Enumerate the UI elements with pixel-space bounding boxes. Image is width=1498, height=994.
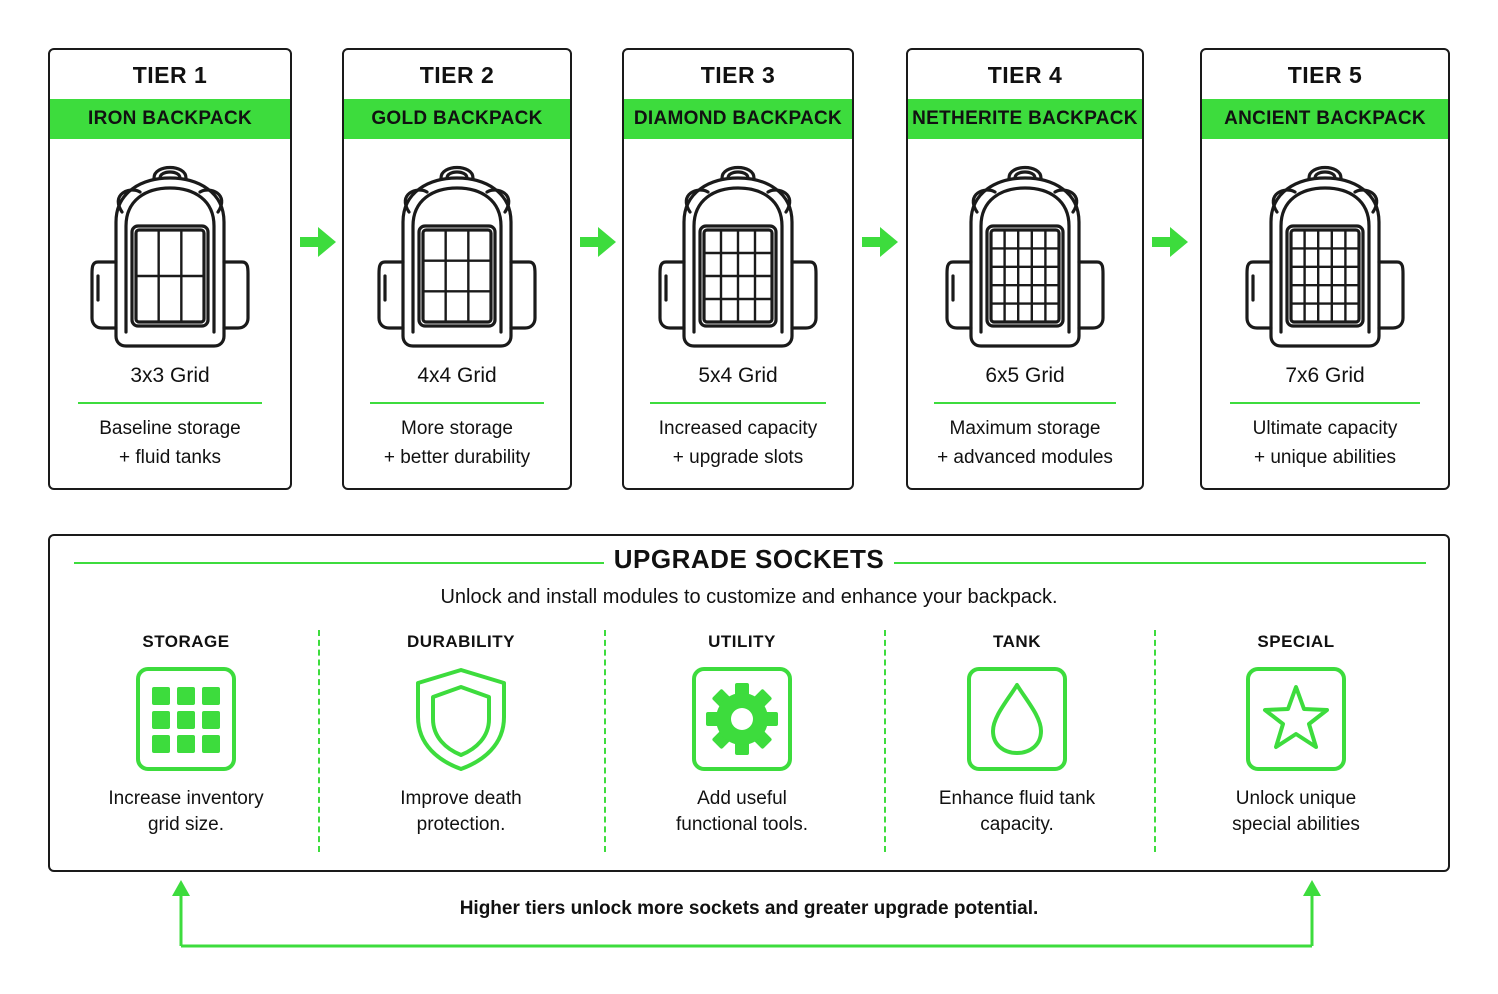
sockets-title: UPGRADE SOCKETS <box>613 544 885 574</box>
socket-name: SPECIAL <box>1257 632 1335 651</box>
tier-desc-line: Baseline storage <box>99 418 241 439</box>
dashed-divider <box>604 630 606 852</box>
tier-description: Maximum storage + advanced modules <box>908 414 1142 472</box>
tier-card-2: TIER 2 GOLD BACKPACK 4x4 Grid More stora… <box>342 48 572 490</box>
socket-desc-line: Add useful <box>697 788 787 809</box>
tier-grid-size: 5x4 Grid <box>698 364 778 387</box>
socket-name: STORAGE <box>142 632 230 651</box>
tier-description: More storage + better durability <box>344 414 570 472</box>
divider <box>934 402 1116 404</box>
tier-name-band: ANCIENT BACKPACK <box>1202 99 1448 139</box>
tier-description: Ultimate capacity + unique abilities <box>1202 414 1448 472</box>
tier-name-band: DIAMOND BACKPACK <box>624 99 852 139</box>
tier-desc-line: + fluid tanks <box>119 447 221 468</box>
socket-storage: STORAGE Increase inventory grid size. <box>56 632 316 852</box>
socket-description: Improve death protection. <box>331 786 591 838</box>
tier-card-3: TIER 3 DIAMOND BACKPACK 5x4 Grid Increas… <box>622 48 854 490</box>
socket-description: Unlock unique special abilities <box>1166 786 1426 838</box>
socket-desc-line: Enhance fluid tank <box>938 788 1096 809</box>
tier-name-band: IRON BACKPACK <box>50 99 290 139</box>
divider <box>1230 402 1420 404</box>
backpack-icon <box>658 165 818 348</box>
tier-desc-line: Increased capacity <box>658 418 818 439</box>
tier-desc-line: + upgrade slots <box>672 447 804 468</box>
socket-special: SPECIAL Unlock unique special abilities <box>1166 632 1426 852</box>
socket-desc-line: capacity. <box>980 814 1054 835</box>
tier-grid-size: 6x5 Grid <box>985 364 1065 387</box>
star-icon <box>1246 667 1346 771</box>
backpack-icon <box>90 165 250 348</box>
tier-title: TIER 1 <box>132 62 208 88</box>
socket-desc-line: special abilities <box>1232 814 1360 835</box>
socket-desc-line: grid size. <box>147 814 225 835</box>
tier-description: Baseline storage + fluid tanks <box>50 414 290 472</box>
socket-description: Enhance fluid tank capacity. <box>887 786 1147 838</box>
socket-name: UTILITY <box>708 632 776 651</box>
tier-title: TIER 4 <box>987 62 1063 88</box>
backpack-icon <box>1245 165 1405 348</box>
socket-desc-line: Increase inventory <box>108 788 264 809</box>
tier-desc-line: Maximum storage <box>949 418 1101 439</box>
socket-name: DURABILITY <box>407 632 515 651</box>
backpack-icon <box>377 165 537 348</box>
tier-name-band: NETHERITE BACKPACK <box>908 99 1142 139</box>
footer-note: Higher tiers unlock more sockets and gre… <box>459 898 1039 919</box>
tier-title: TIER 3 <box>700 62 776 88</box>
tier-desc-line: Ultimate capacity <box>1252 418 1398 439</box>
arrow-right-icon <box>1152 227 1188 257</box>
socket-tank: TANK Enhance fluid tank capacity. <box>887 632 1147 852</box>
grid-icon <box>136 667 236 771</box>
dashed-divider <box>1154 630 1156 852</box>
tier-name-band: GOLD BACKPACK <box>344 99 570 139</box>
socket-desc-line: functional tools. <box>675 814 809 835</box>
upgrade-sockets-panel: UPGRADE SOCKETS Unlock and install modul… <box>48 534 1450 872</box>
shield-icon <box>416 668 506 771</box>
tier-grid-size: 3x3 Grid <box>130 364 210 387</box>
tier-card-1: TIER 1 IRON BACKPACK 3x3 Grid Baseline s… <box>48 48 292 490</box>
tier-desc-line: + advanced modules <box>937 447 1113 468</box>
socket-name: TANK <box>993 632 1041 651</box>
socket-desc-line: Improve death <box>400 788 522 809</box>
socket-utility: UTILITY Add useful functional tools. <box>612 632 872 852</box>
socket-description: Increase inventory grid size. <box>56 786 316 838</box>
socket-desc-line: Unlock unique <box>1235 788 1357 809</box>
socket-durability: DURABILITY Improve death protection. <box>331 632 591 852</box>
divider <box>650 402 826 404</box>
tier-desc-line: + unique abilities <box>1253 447 1397 468</box>
backpack-icon <box>945 165 1105 348</box>
dashed-divider <box>884 630 886 852</box>
socket-description: Add useful functional tools. <box>612 786 872 838</box>
tier-description: Increased capacity + upgrade slots <box>624 414 852 472</box>
tier-desc-line: + better durability <box>383 447 531 468</box>
tier-title: TIER 5 <box>1287 62 1363 88</box>
arrow-right-icon <box>862 227 898 257</box>
tier-grid-size: 7x6 Grid <box>1285 364 1365 387</box>
tier-title: TIER 2 <box>419 62 495 88</box>
droplet-icon <box>967 667 1067 771</box>
arrow-right-icon <box>300 227 336 257</box>
divider <box>370 402 544 404</box>
tier-desc-line: More storage <box>401 418 513 439</box>
tier-card-5: TIER 5 ANCIENT BACKPACK 7x6 Grid Ultimat… <box>1200 48 1450 490</box>
divider <box>78 402 262 404</box>
sockets-subtitle: Unlock and install modules to customize … <box>440 586 1058 608</box>
title-rule-left <box>74 562 604 564</box>
tier-grid-size: 4x4 Grid <box>417 364 497 387</box>
dashed-divider <box>318 630 320 852</box>
title-rule-right <box>894 562 1426 564</box>
socket-desc-line: protection. <box>416 814 506 835</box>
arrow-right-icon <box>580 227 616 257</box>
gear-icon <box>692 667 792 771</box>
tier-card-4: TIER 4 NETHERITE BACKPACK 6x5 Grid Maxim… <box>906 48 1144 490</box>
